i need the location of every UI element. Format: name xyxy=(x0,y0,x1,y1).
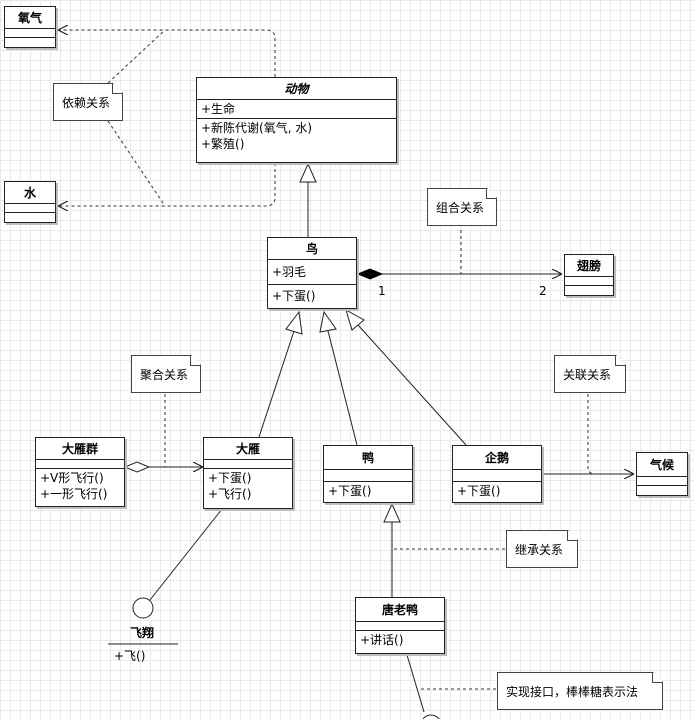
note-association[interactable]: 关联关系 xyxy=(554,355,626,393)
class-goose-flock[interactable]: 大雁群 +V形飞行() +一形飞行() xyxy=(35,437,125,507)
method: +下蛋() xyxy=(328,484,372,498)
method: +下蛋() xyxy=(208,471,252,485)
aggregation-diamond xyxy=(123,461,151,473)
generalization-line-penguin-bird xyxy=(357,324,467,446)
attribute-section: +生命 xyxy=(197,100,396,119)
attribute-section xyxy=(453,470,541,482)
note-text: 组合关系 xyxy=(436,201,485,215)
note-text: 依赖关系 xyxy=(62,96,111,110)
class-name: 氧气 xyxy=(5,7,55,29)
attribute-section xyxy=(36,460,124,469)
class-duck[interactable]: 鸭 +下蛋() xyxy=(323,445,413,503)
method-section: +下蛋() +飞行() xyxy=(204,469,292,503)
class-water[interactable]: 水 xyxy=(4,181,56,223)
method-section: +下蛋() xyxy=(324,482,412,500)
note-text: 聚合关系 xyxy=(140,368,189,382)
realization-line-donaldduck xyxy=(406,654,425,713)
method: +V形飞行() xyxy=(40,471,104,485)
generalization-arrowhead-duck xyxy=(319,310,337,333)
note-text: 继承关系 xyxy=(515,543,564,557)
class-name: 企鹅 xyxy=(453,446,541,470)
class-penguin[interactable]: 企鹅 +下蛋() xyxy=(452,445,542,503)
multiplicity-wings-end: 2 xyxy=(539,284,547,298)
class-name: 唐老鸭 xyxy=(356,598,444,622)
attribute-section xyxy=(5,29,55,38)
method-section: +下蛋() xyxy=(453,482,541,500)
note-composition[interactable]: 组合关系 xyxy=(427,188,497,226)
dependency-line-oxygen xyxy=(58,30,276,77)
realization-line-goose-interface xyxy=(149,508,223,601)
class-wings[interactable]: 翅膀 xyxy=(564,254,614,296)
method-section xyxy=(5,213,55,222)
note-anchor-dependency-top xyxy=(107,29,166,84)
generalization-arrowhead-animal xyxy=(299,162,317,183)
class-name: 大雁群 xyxy=(36,438,124,460)
method-section xyxy=(565,286,613,295)
class-donald-duck[interactable]: 唐老鸭 +讲话() xyxy=(355,597,445,654)
generalization-line-goose-bird xyxy=(258,330,295,438)
method-section xyxy=(5,38,55,47)
class-name: 气候 xyxy=(637,453,687,477)
lollipop-circle-donaldduck xyxy=(422,714,440,719)
composition-diamond xyxy=(356,268,384,280)
note-aggregation[interactable]: 聚合关系 xyxy=(131,355,201,393)
attribute-section xyxy=(565,277,613,286)
note-text: 关联关系 xyxy=(563,368,612,382)
method-section: +讲话() xyxy=(356,631,444,649)
note-dependency[interactable]: 依赖关系 xyxy=(53,83,123,121)
method: +下蛋() xyxy=(457,484,501,498)
method-section xyxy=(637,486,687,495)
note-anchor-dependency-bottom xyxy=(107,120,166,207)
class-animal[interactable]: 动物 +生命 +新陈代谢(氧气, 水) +繁殖() xyxy=(196,77,397,163)
method: +繁殖() xyxy=(201,137,245,151)
note-text: 实现接口，棒棒糖表示法 xyxy=(506,685,639,699)
method-section: +新陈代谢(氧气, 水) +繁殖() xyxy=(197,119,396,153)
attribute-section xyxy=(5,204,55,213)
class-oxygen[interactable]: 氧气 xyxy=(4,6,56,48)
attribute: +生命 xyxy=(201,102,236,116)
method: +下蛋() xyxy=(272,289,316,303)
generalization-arrowhead-goose xyxy=(285,310,303,335)
attribute-section xyxy=(356,622,444,631)
generalization-arrowhead-penguin xyxy=(345,308,365,331)
multiplicity-bird-end: 1 xyxy=(378,284,386,298)
interface-method: +飞() xyxy=(114,649,146,663)
generalization-line-duck-bird xyxy=(327,330,358,446)
class-bird[interactable]: 鸟 +羽毛 +下蛋() xyxy=(267,237,357,309)
method: +讲话() xyxy=(360,633,404,647)
note-realization[interactable]: 实现接口，棒棒糖表示法 xyxy=(497,672,663,710)
attribute-section xyxy=(204,460,292,469)
attribute-section xyxy=(637,477,687,486)
method: +飞行() xyxy=(208,487,252,501)
class-name: 鸭 xyxy=(324,446,412,470)
class-name: 水 xyxy=(5,182,55,204)
attribute: +羽毛 xyxy=(272,265,307,279)
note-anchor-association xyxy=(587,394,597,475)
method: +新陈代谢(氧气, 水) xyxy=(201,121,313,135)
note-inheritance[interactable]: 继承关系 xyxy=(506,530,578,568)
attribute-section: +羽毛 xyxy=(268,260,356,285)
interface-name: 飞翔 xyxy=(130,626,155,640)
class-name: 鸟 xyxy=(268,238,356,260)
class-climate[interactable]: 气候 xyxy=(636,452,688,496)
class-name: 动物 xyxy=(197,78,396,100)
method-section: +下蛋() xyxy=(268,285,356,307)
dependency-line-water xyxy=(58,163,276,206)
method: +一形飞行() xyxy=(40,487,108,501)
method-section: +V形飞行() +一形飞行() xyxy=(36,469,124,503)
class-goose[interactable]: 大雁 +下蛋() +飞行() xyxy=(203,437,293,509)
attribute-section xyxy=(324,470,412,482)
class-name: 大雁 xyxy=(204,438,292,460)
generalization-arrowhead-duck-from-donaldduck xyxy=(383,502,401,523)
class-name: 翅膀 xyxy=(565,255,613,277)
interface-lollipop-circle xyxy=(132,597,154,619)
